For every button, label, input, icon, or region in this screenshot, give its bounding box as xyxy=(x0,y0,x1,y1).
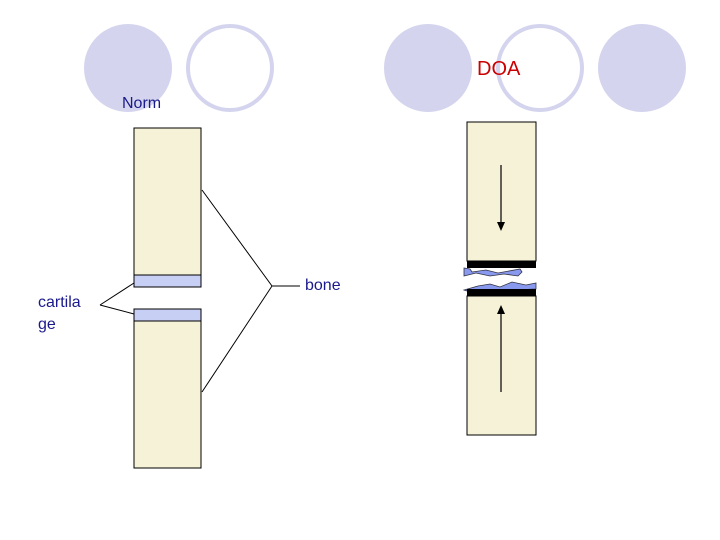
cartilage-pointer-line xyxy=(99,282,135,306)
down-arrow-head xyxy=(497,222,505,231)
normal-lower-bone xyxy=(133,320,202,469)
decor-circle-4 xyxy=(496,24,584,112)
doa-label: DOA xyxy=(477,58,521,80)
bone-pointer-line-lower xyxy=(201,285,273,393)
cartilage-label-line2: ge xyxy=(38,316,56,333)
doa-upper-fragments xyxy=(463,267,523,277)
normal-upper-bone xyxy=(133,127,202,276)
decor-circle-1 xyxy=(84,24,172,112)
bone-label: bone xyxy=(305,277,341,294)
decor-circle-5 xyxy=(598,24,686,112)
cartilage-label-line1: cartila xyxy=(38,294,81,311)
norm-label: Norm xyxy=(122,95,162,112)
normal-upper-cartilage xyxy=(133,274,202,288)
up-arrow-head xyxy=(497,305,505,314)
decor-circle-2 xyxy=(186,24,274,112)
doa-lower-damaged-cartilage xyxy=(467,289,536,296)
bone-pointer-line xyxy=(201,189,300,287)
normal-lower-cartilage xyxy=(133,308,202,322)
doa-upper-damaged-cartilage xyxy=(467,261,536,268)
cartilage-pointer-line-lower xyxy=(99,304,135,315)
decor-circle-3 xyxy=(384,24,472,112)
